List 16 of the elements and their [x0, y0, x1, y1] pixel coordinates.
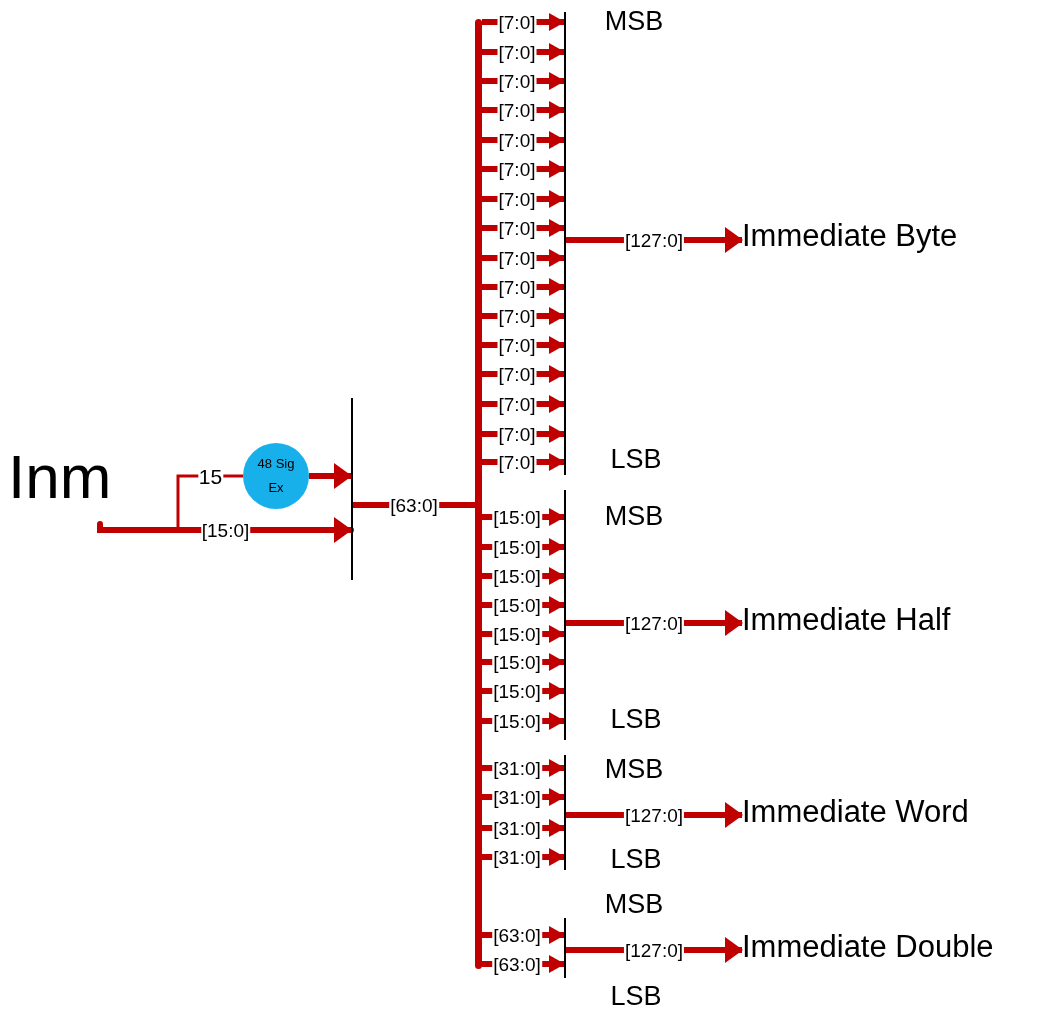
signal-name: Inm: [8, 446, 120, 524]
bit-order-label: LSB: [610, 846, 662, 873]
bit-order-label: MSB: [604, 503, 664, 530]
bit-order-label: MSB: [604, 756, 664, 783]
bit-order-label: MSB: [604, 8, 664, 35]
bit-order-label: LSB: [610, 706, 662, 733]
bus-arrow: [309, 463, 352, 489]
output-signal-name: Immediate Half: [742, 604, 1012, 642]
bit-order-label: LSB: [610, 983, 662, 1010]
bit-order-label: LSB: [610, 446, 662, 473]
bus-line: [475, 19, 482, 969]
node-label: 48 Sig Ex: [256, 455, 296, 497]
output-signal-name: Immediate Double: [742, 931, 1047, 969]
output-signal-name: Immediate Byte: [742, 220, 1012, 258]
bit-order-label: MSB: [604, 891, 664, 918]
output-signal-name: Immediate Word: [742, 796, 1022, 834]
